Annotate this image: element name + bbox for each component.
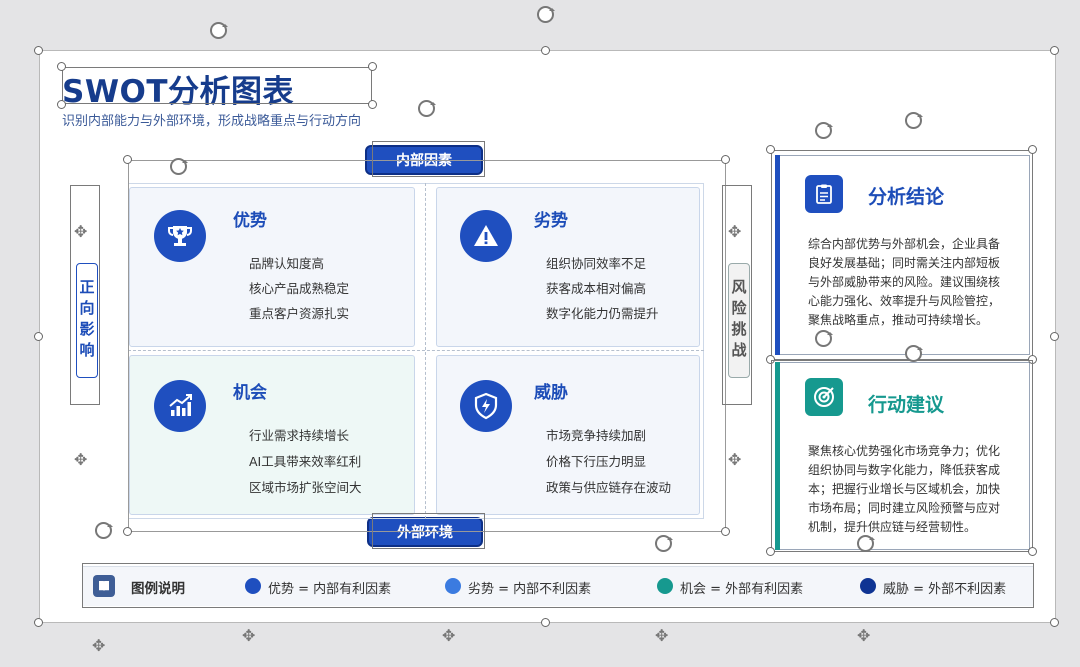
resize-handle[interactable] bbox=[57, 100, 66, 109]
resize-handle[interactable] bbox=[1028, 547, 1037, 556]
selection-box[interactable] bbox=[771, 360, 1033, 552]
strengths-item: 重点客户资源扎实 bbox=[249, 306, 350, 321]
analysis-title: 分析结论 bbox=[868, 186, 945, 208]
rotate-handle-icon[interactable] bbox=[815, 122, 833, 139]
opportunities-item: AI工具带来效率红利 bbox=[249, 454, 362, 469]
resize-handle[interactable] bbox=[57, 62, 66, 71]
clipboard-icon bbox=[805, 175, 843, 213]
legend-item: 威胁 = 外部不利因素 bbox=[883, 582, 1007, 597]
legend-item: 劣势 = 内部不利因素 bbox=[468, 582, 592, 597]
move-handle-icon[interactable]: ✥ bbox=[655, 626, 669, 645]
rotate-handle-icon[interactable] bbox=[815, 330, 833, 347]
legend-item: 机会 = 外部有利因素 bbox=[680, 582, 804, 597]
opportunities-item: 行业需求持续增长 bbox=[249, 428, 350, 443]
resize-handle[interactable] bbox=[1050, 46, 1059, 55]
rotate-handle-icon[interactable] bbox=[655, 535, 673, 552]
selection-box[interactable] bbox=[128, 160, 726, 532]
risk-challenge-label: 风险挑战 bbox=[728, 263, 750, 378]
selection-box[interactable] bbox=[722, 185, 752, 405]
threats-item: 价格下行压力明显 bbox=[546, 454, 647, 469]
legend-dot-weaknesses bbox=[445, 578, 461, 594]
resize-handle[interactable] bbox=[34, 332, 43, 341]
resize-handle[interactable] bbox=[123, 527, 132, 536]
move-handle-icon[interactable]: ✥ bbox=[728, 450, 742, 469]
move-handle-icon[interactable]: ✥ bbox=[442, 626, 456, 645]
move-handle-icon[interactable]: ✥ bbox=[74, 450, 88, 469]
analysis-accent-bar bbox=[775, 155, 780, 355]
warning-icon bbox=[460, 210, 512, 262]
grid-divider-vertical bbox=[425, 183, 426, 519]
resize-handle[interactable] bbox=[368, 100, 377, 109]
action-title: 行动建议 bbox=[868, 394, 945, 416]
move-handle-icon[interactable]: ✥ bbox=[728, 222, 742, 241]
move-handle-icon[interactable]: ✥ bbox=[857, 626, 871, 645]
resize-handle[interactable] bbox=[766, 547, 775, 556]
grid-divider-horizontal bbox=[128, 350, 704, 351]
shield-bolt-icon bbox=[460, 380, 512, 432]
rotate-handle-icon[interactable] bbox=[857, 535, 875, 552]
selection-box[interactable] bbox=[372, 513, 485, 549]
threats-item: 市场竞争持续加剧 bbox=[546, 428, 647, 443]
rotate-handle-icon[interactable] bbox=[95, 522, 113, 539]
resize-handle[interactable] bbox=[766, 355, 775, 364]
page-subtitle: 识别内部能力与外部环境，形成战略重点与行动方向 bbox=[62, 114, 362, 129]
rotate-handle-icon[interactable] bbox=[210, 22, 228, 39]
resize-handle[interactable] bbox=[1050, 332, 1059, 341]
growth-chart-icon bbox=[154, 380, 206, 432]
resize-handle[interactable] bbox=[541, 618, 550, 627]
legend-title: 图例说明 bbox=[131, 581, 185, 597]
move-handle-icon[interactable]: ✥ bbox=[74, 222, 88, 241]
selection-box[interactable] bbox=[82, 563, 1034, 608]
legend-dot-opportunities bbox=[657, 578, 673, 594]
legend-dot-strengths bbox=[245, 578, 261, 594]
threats-item: 政策与供应链存在波动 bbox=[546, 480, 672, 495]
selection-box[interactable] bbox=[62, 67, 372, 104]
opportunities-item: 区域市场扩张空间大 bbox=[249, 480, 362, 495]
page-title: SWOT分析图表 bbox=[62, 74, 295, 110]
target-icon bbox=[805, 378, 843, 416]
threats-title: 威胁 bbox=[534, 383, 568, 403]
legend-item: 优势 = 内部有利因素 bbox=[268, 582, 392, 597]
strengths-title: 优势 bbox=[233, 211, 267, 231]
rotate-handle-icon[interactable] bbox=[418, 100, 436, 117]
opportunities-title: 机会 bbox=[233, 383, 267, 403]
rotate-handle-icon[interactable] bbox=[905, 345, 923, 362]
resize-handle[interactable] bbox=[1050, 618, 1059, 627]
move-handle-icon[interactable]: ✥ bbox=[242, 626, 256, 645]
rotate-handle-icon[interactable] bbox=[905, 112, 923, 129]
weaknesses-item: 数字化能力仍需提升 bbox=[546, 306, 659, 321]
resize-handle[interactable] bbox=[721, 527, 730, 536]
resize-handle[interactable] bbox=[541, 46, 550, 55]
positive-impact-label: 正向影响 bbox=[76, 263, 98, 378]
rotate-handle-icon[interactable] bbox=[537, 6, 555, 23]
selection-box[interactable] bbox=[372, 141, 485, 177]
trophy-icon bbox=[154, 210, 206, 262]
resize-handle[interactable] bbox=[34, 46, 43, 55]
rotate-handle-icon[interactable] bbox=[170, 158, 188, 175]
selection-box[interactable] bbox=[70, 185, 100, 405]
action-body: 聚焦核心优势强化市场竞争力；优化组织协同与数字化能力，降低获客成本；把握行业增长… bbox=[808, 444, 1001, 534]
weaknesses-item: 组织协同效率不足 bbox=[546, 256, 647, 271]
resize-handle[interactable] bbox=[721, 155, 730, 164]
selection-box[interactable] bbox=[771, 150, 1033, 360]
resize-handle[interactable] bbox=[368, 62, 377, 71]
resize-handle[interactable] bbox=[34, 618, 43, 627]
resize-handle[interactable] bbox=[123, 155, 132, 164]
book-icon bbox=[93, 575, 115, 597]
strengths-item: 核心产品成熟稳定 bbox=[249, 281, 350, 296]
weaknesses-item: 获客成本相对偏高 bbox=[546, 281, 647, 296]
resize-handle[interactable] bbox=[766, 145, 775, 154]
analysis-body: 综合内部优势与外部机会，企业具备良好发展基础；同时需关注内部短板与外部威胁带来的… bbox=[808, 237, 1001, 327]
action-accent-bar bbox=[775, 362, 780, 550]
strengths-item: 品牌认知度高 bbox=[249, 256, 325, 271]
legend-dot-threats bbox=[860, 578, 876, 594]
weaknesses-title: 劣势 bbox=[534, 211, 568, 231]
resize-handle[interactable] bbox=[1028, 145, 1037, 154]
move-handle-icon[interactable]: ✥ bbox=[92, 636, 106, 655]
